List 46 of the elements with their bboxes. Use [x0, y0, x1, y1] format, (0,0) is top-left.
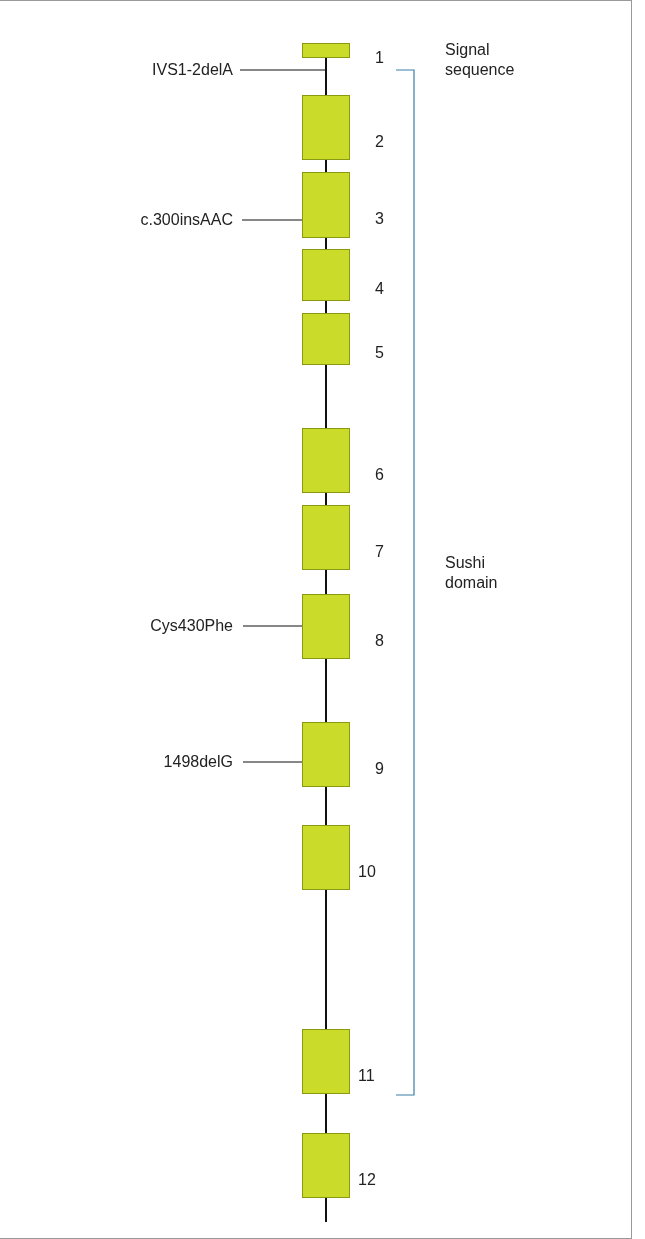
exon-box: [302, 172, 350, 238]
exon-number: 7: [375, 542, 384, 561]
exon-box: [302, 428, 350, 493]
exon-number: 4: [375, 280, 384, 298]
exon-number: 2: [375, 132, 384, 151]
exon-box: [302, 505, 350, 570]
exon-number: 1: [375, 49, 384, 67]
exon-number: 6: [375, 465, 384, 484]
exon-box: [302, 825, 350, 890]
intron-line: [325, 889, 327, 1030]
mutation-label: 1498delG: [53, 753, 233, 771]
exon-number: 11: [358, 1066, 375, 1085]
exon-box: [302, 249, 350, 301]
exon-number: 12: [358, 1170, 376, 1189]
exon-number: 5: [375, 344, 384, 362]
intron-line: [325, 237, 327, 250]
intron-line: [325, 1197, 327, 1223]
exon-box: [302, 594, 350, 659]
intron-line: [325, 1093, 327, 1134]
exon-box: [302, 43, 350, 58]
exon-box: [302, 313, 350, 365]
exon-number: 9: [375, 759, 384, 778]
exon-box: [302, 722, 350, 787]
exon-box: [302, 1029, 350, 1094]
mutation-label: Cys430Phe: [53, 617, 233, 635]
intron-line: [325, 159, 327, 173]
intron-line: [325, 300, 327, 314]
leader-line: [239, 69, 326, 71]
exon-number: 10: [358, 862, 376, 881]
leader-line: [242, 761, 303, 763]
exon-box: [302, 1133, 350, 1198]
intron-line: [325, 658, 327, 723]
intron-line: [325, 786, 327, 826]
exon-number: 3: [375, 210, 384, 228]
intron-line: [325, 58, 327, 95]
exon-number: 8: [375, 631, 384, 650]
intron-line: [325, 492, 327, 506]
intron-line: [325, 569, 327, 595]
mutation-label: IVS1-2delA: [53, 61, 233, 79]
leader-line: [241, 219, 303, 221]
intron-line: [325, 364, 327, 429]
mutation-label: c.300insAAC: [53, 211, 233, 229]
domain-label: Sushi domain: [445, 553, 499, 593]
exon-box: [302, 95, 350, 160]
leader-line: [242, 625, 303, 627]
domain-label: Signal sequence: [445, 40, 516, 80]
